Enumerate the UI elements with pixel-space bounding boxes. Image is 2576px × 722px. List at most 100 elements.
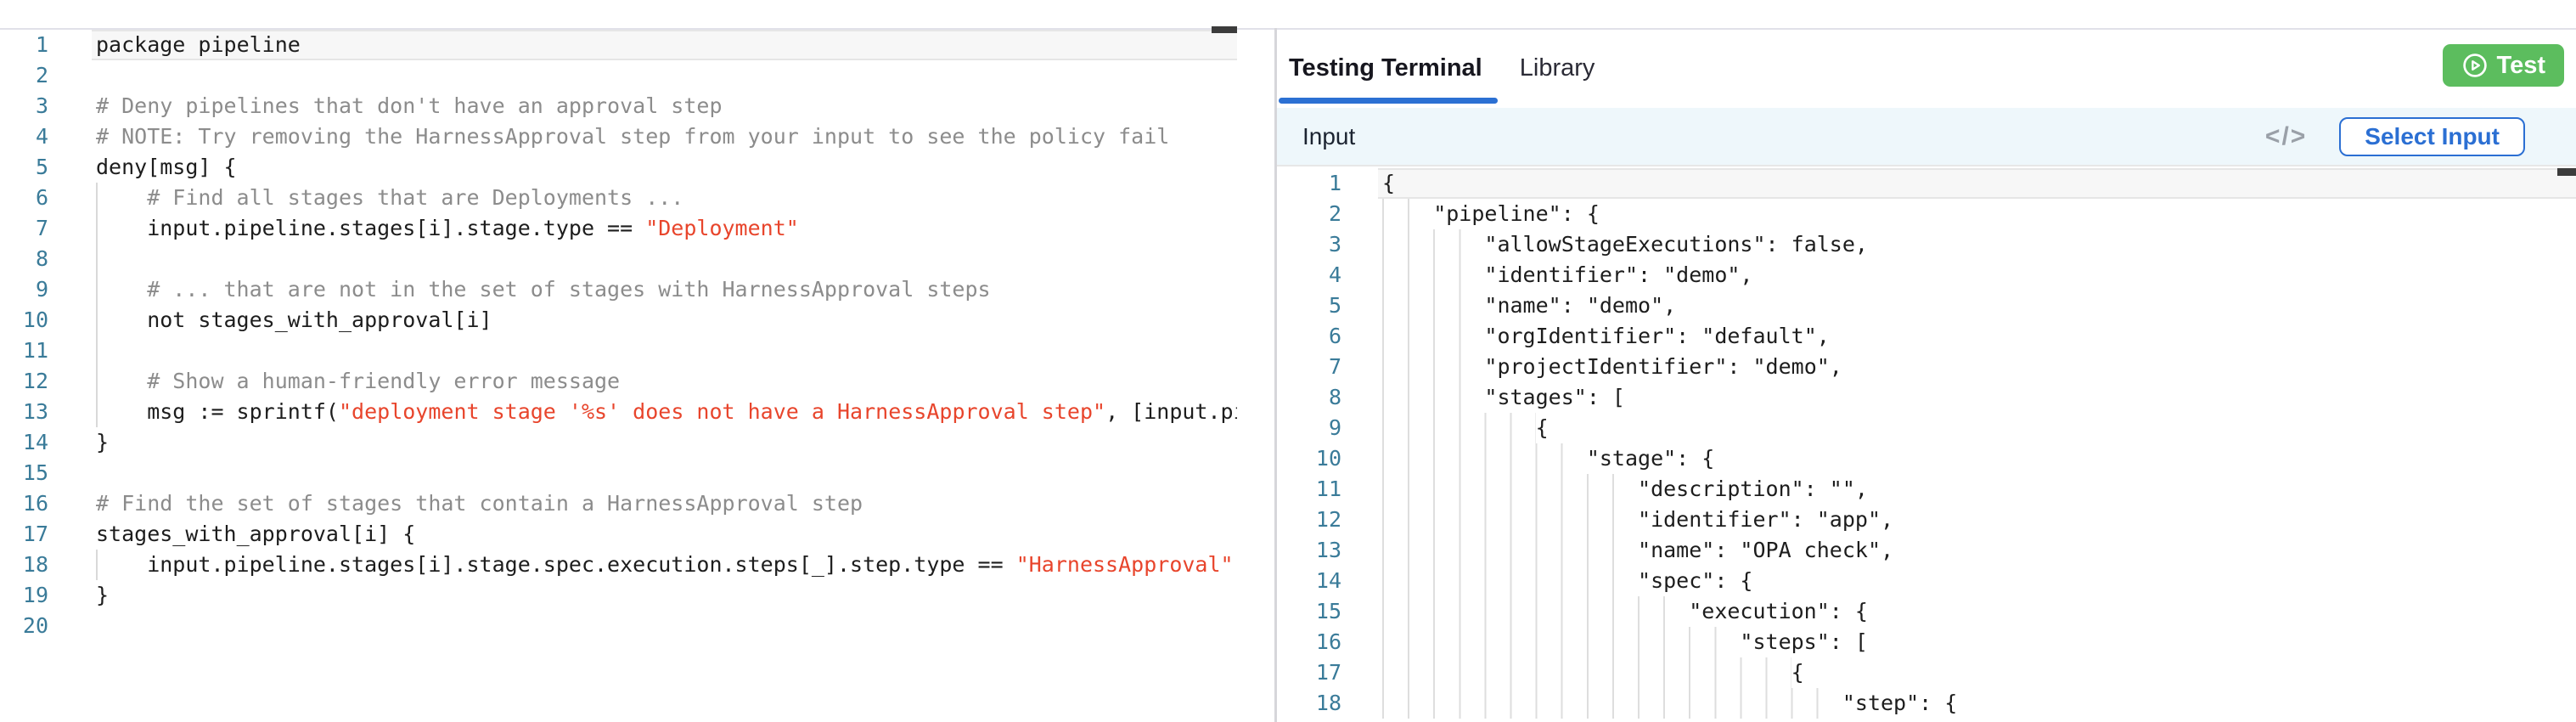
line-content: # ... that are not in the set of stages … [92,274,1237,305]
indent-guides [96,336,148,366]
indent-guides [1382,596,1690,627]
line-number: 2 [1328,201,1341,226]
input-json-editor[interactable]: 1{2"pipeline": {3"allowStageExecutions":… [1278,168,2576,722]
policy-code-line[interactable]: 19} [0,580,1237,611]
line-content: { [1378,413,2576,443]
indent-guides [1382,657,1791,688]
policy-code-line[interactable]: 6# Find all stages that are Deployments … [0,183,1237,213]
policy-code-line[interactable]: 16# Find the set of stages that contain … [0,488,1237,519]
line-content [92,336,1237,366]
line-number: 1 [35,32,48,57]
input-json-line[interactable]: 12"identifier": "app", [1278,505,2576,535]
line-content [92,611,1237,641]
input-json-line[interactable]: 5"name": "demo", [1278,290,2576,321]
indent-guides [1382,352,1485,382]
input-json-line[interactable]: 3"allowStageExecutions": false, [1278,229,2576,260]
input-json-line[interactable]: 8"stages": [ [1278,382,2576,413]
input-json-line[interactable]: 17{ [1278,657,2576,688]
indent-guides [96,366,148,397]
input-json-line[interactable]: 7"projectIdentifier": "demo", [1278,352,2576,382]
policy-code-line[interactable]: 12# Show a human-friendly error message [0,366,1237,397]
policy-code-line[interactable]: 1 package pipeline [0,30,1237,60]
code-view-icon[interactable]: </> [2260,121,2312,152]
policy-code-line[interactable]: 2 [0,60,1237,91]
indent-guides [1382,260,1485,290]
indent-guides [96,305,148,336]
policy-code-line[interactable]: 20 [0,611,1237,641]
tab-testing-terminal[interactable]: Testing Terminal [1289,54,1482,82]
indent-guides [1382,505,1639,535]
indent-guides [96,274,148,305]
line-number: 4 [1328,262,1341,287]
policy-code-line[interactable]: 4 # NOTE: Try removing the HarnessApprova… [0,121,1237,152]
line-number: 15 [22,460,48,485]
input-json-line[interactable]: 1{ [1278,168,2576,199]
play-icon [2461,52,2489,79]
indent-guides [96,213,148,244]
input-json-line[interactable]: 13"name": "OPA check", [1278,535,2576,566]
overview-ruler-mark [2557,168,2576,176]
line-content: "spec": { [1378,566,2576,596]
line-number: 14 [22,430,48,454]
line-content: # Find the set of stages that contain a … [96,491,863,516]
pane-divider[interactable] [1274,28,1277,722]
input-json-line[interactable]: 10 "stage": { [1278,443,2576,474]
line-number: 8 [35,246,48,271]
policy-code-line[interactable]: 11 [0,336,1237,366]
line-number: 10 [1315,446,1341,471]
line-number: 4 [35,124,48,149]
policy-code-line[interactable]: 14} [0,427,1237,458]
line-content: deny[msg] { [96,155,237,179]
input-json-line[interactable]: 6"orgIdentifier": "default", [1278,321,2576,352]
policy-code-line[interactable]: 15 [0,458,1237,488]
line-content: package pipeline [92,30,1237,60]
input-json-line[interactable]: 14 "spec": { [1278,566,2576,596]
indent-guides [1382,627,1741,657]
line-number: 5 [35,155,48,179]
indent-guides [96,550,148,580]
line-content [92,458,1237,488]
indent-guides [1382,474,1639,505]
input-json-line[interactable]: 11"description": "", [1278,474,2576,505]
policy-code-line[interactable]: 9# ... that are not in the set of stages… [0,274,1237,305]
input-json-line[interactable]: 18"step": { [1278,688,2576,719]
line-number: 16 [1315,629,1341,654]
indent-guides [1382,535,1639,566]
line-number: 17 [1315,660,1341,685]
test-button[interactable]: Test [2442,44,2564,87]
line-content: "stage": { [1378,443,2576,474]
line-content: msg := sprintf("deployment stage '%s' do… [92,397,1237,427]
line-number: 6 [1328,324,1341,348]
line-content: "execution": { [1378,596,2576,627]
line-content: "step": { [1378,688,2576,719]
indent-guides [1382,566,1639,596]
line-number: 12 [1315,507,1341,532]
input-json-line[interactable]: 16"steps": [ [1278,627,2576,657]
line-number: 14 [1315,568,1341,593]
indent-guides [1382,688,1842,719]
select-input-button[interactable]: Select Input [2339,116,2525,156]
line-number: 18 [22,552,48,577]
input-json-line[interactable]: 15"execution": { [1278,596,2576,627]
input-json-line[interactable]: 2"pipeline": { [1278,199,2576,229]
indent-guides [96,244,148,274]
line-content: "description": "", [1378,474,2576,505]
indent-guides [96,397,148,427]
line-content [92,60,1237,91]
line-number: 7 [1328,354,1341,379]
tab-library[interactable]: Library [1519,54,1595,82]
input-json-line[interactable]: 4"identifier": "demo", [1278,260,2576,290]
policy-code-line[interactable]: 8 [0,244,1237,274]
input-json-line[interactable]: 9{ [1278,413,2576,443]
policy-code-line[interactable]: 3# Deny pipelines that don't have an app… [0,91,1237,121]
line-number: 19 [22,583,48,607]
policy-code-line[interactable]: 5 deny[msg] { [0,152,1237,183]
line-content: # NOTE: Try removing the HarnessApproval… [96,124,1170,149]
